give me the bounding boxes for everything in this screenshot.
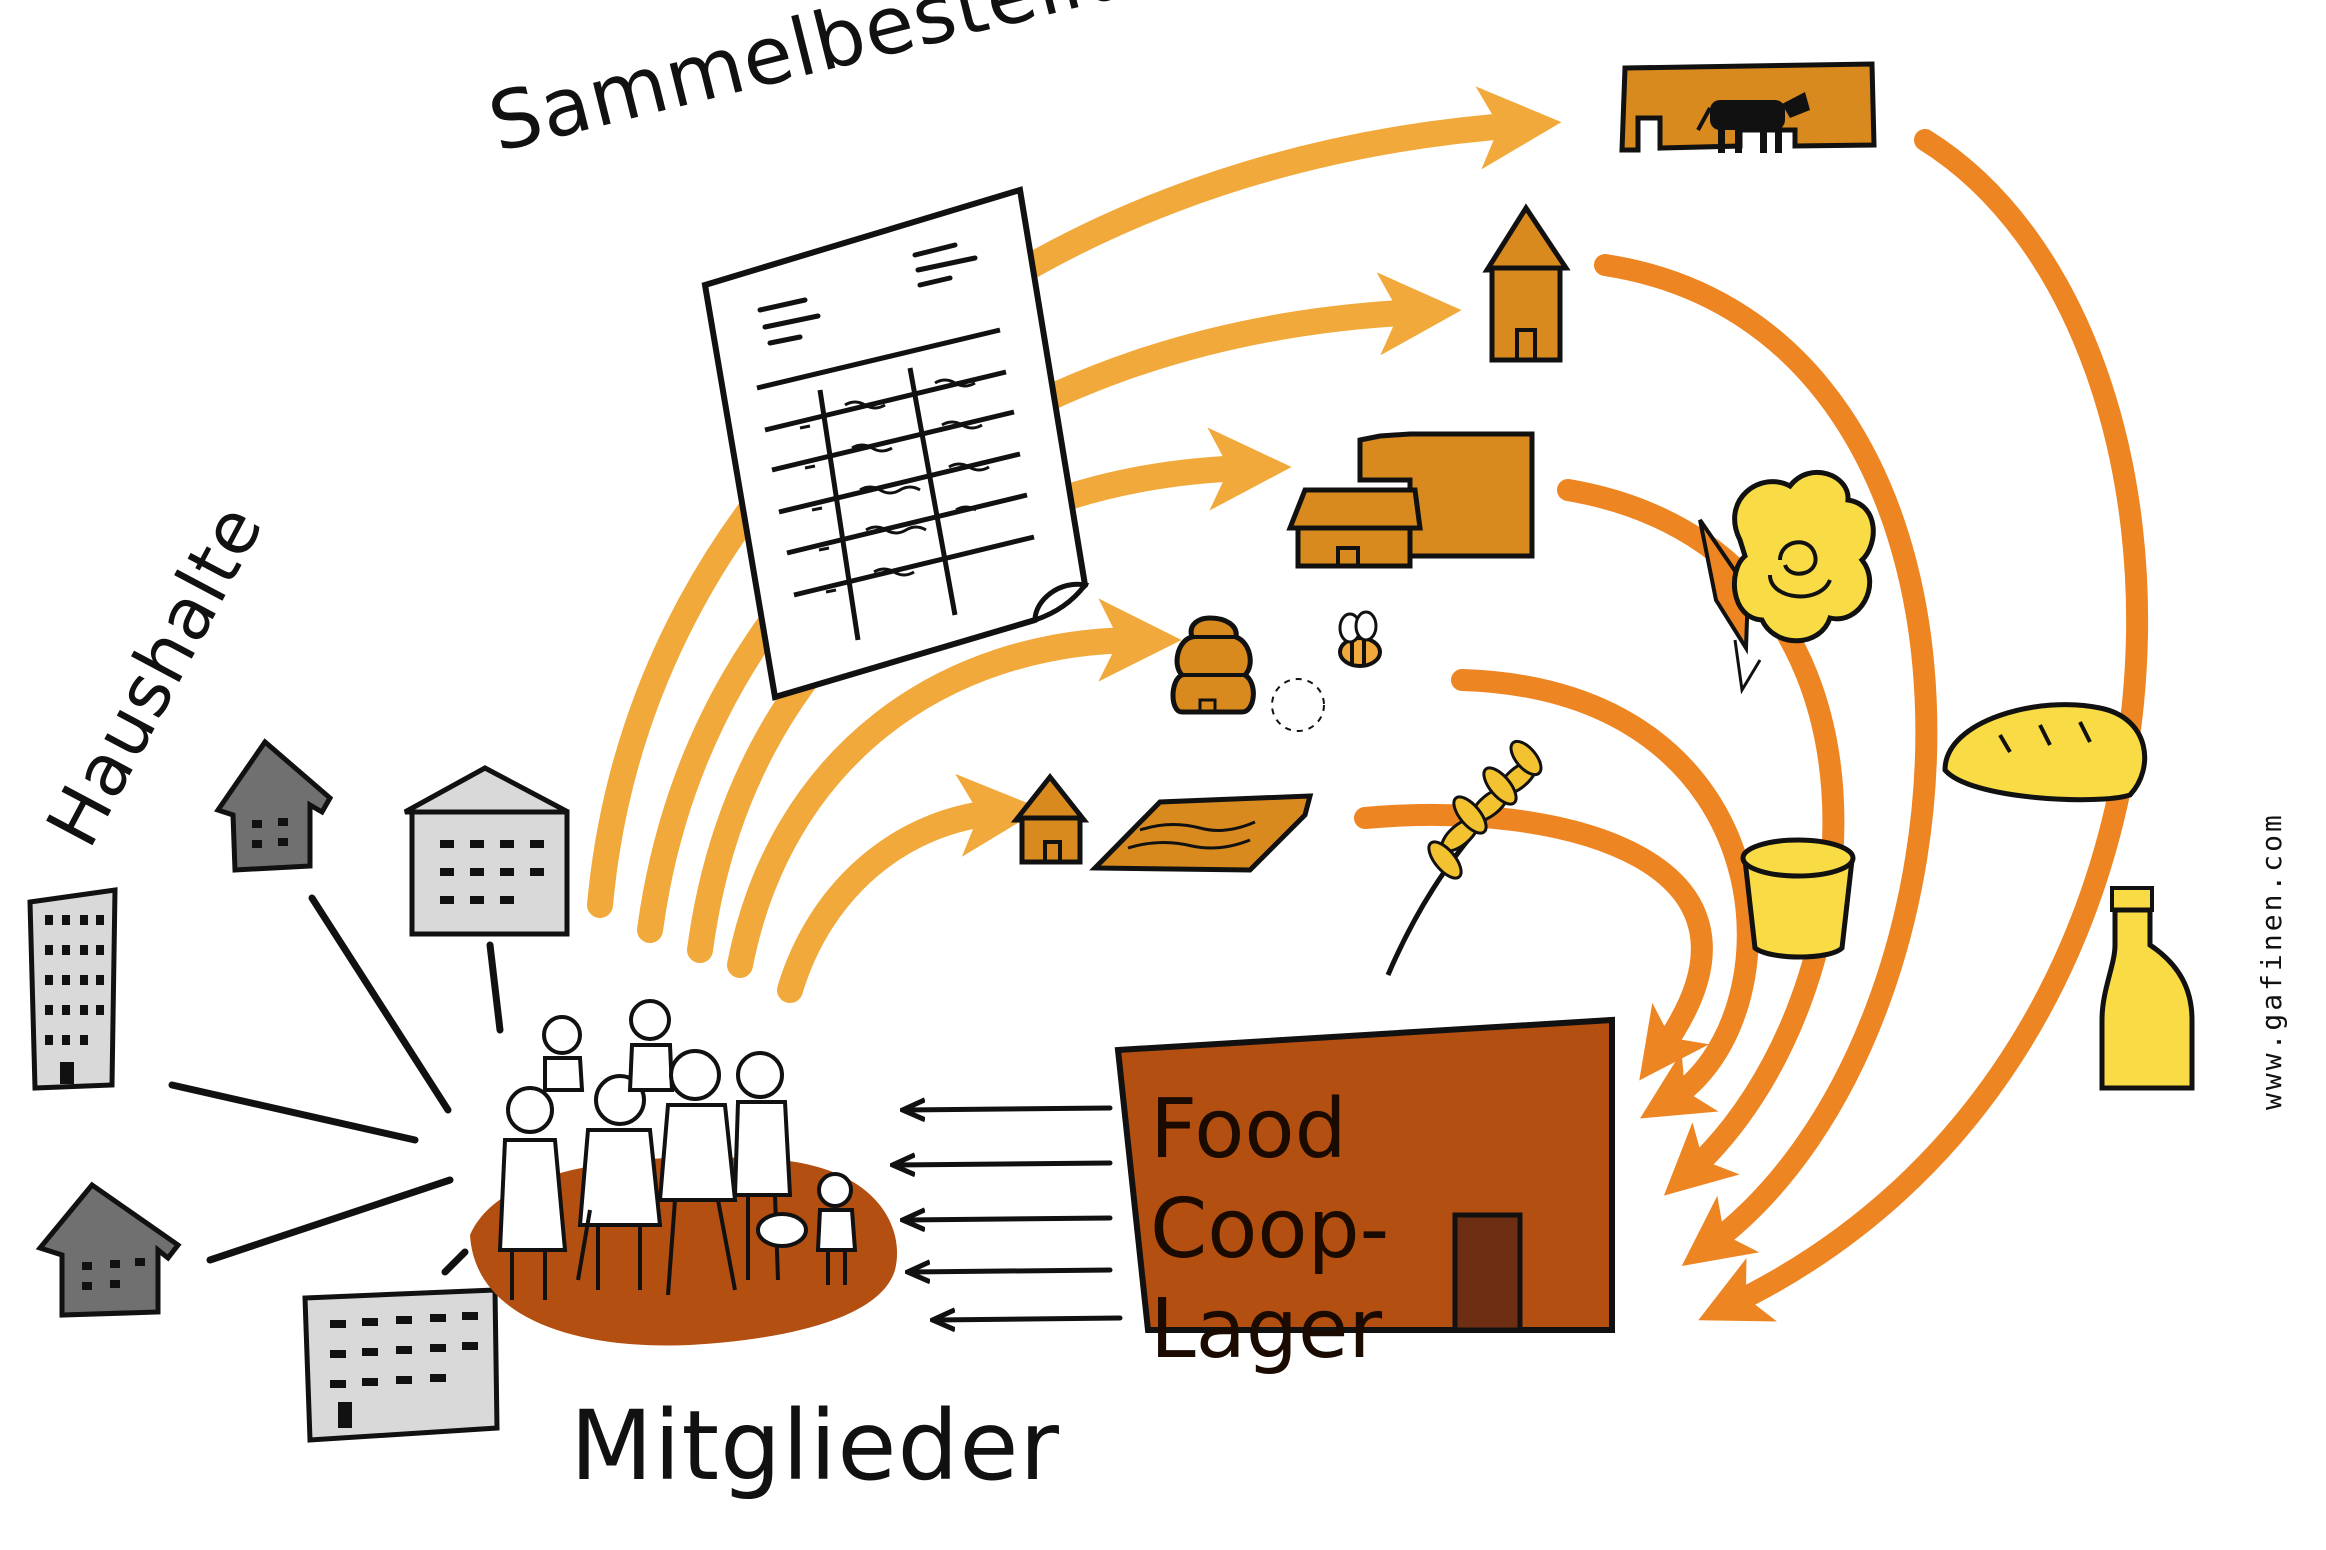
bakery-house-icon — [1482, 203, 1571, 363]
field-icon — [1089, 793, 1314, 873]
cow-barn-icon — [1619, 61, 1877, 153]
bee-icon — [1338, 610, 1382, 668]
delivery-arrow-field — [1354, 803, 1713, 1081]
apartment-icon — [403, 765, 570, 937]
order-arrow-field — [777, 773, 1042, 1003]
store-door-icon — [1452, 1212, 1523, 1333]
members-label: Mitglieder — [570, 1390, 1060, 1502]
field-house-icon — [1010, 772, 1314, 873]
household-links — [168, 894, 504, 1276]
highrise-icon — [27, 887, 118, 1091]
store-label-line2: Lager — [1150, 1282, 1383, 1377]
order-arrow-beehive — [727, 598, 1182, 978]
delivery-arrow-farm — [1557, 479, 1845, 1196]
farm-icon — [1286, 431, 1535, 569]
order-sheet-icon — [701, 186, 1090, 701]
delivery-arrow-cow-barn — [1698, 129, 2149, 1322]
beehive-icon — [1170, 615, 1325, 732]
store-building-icon — [1114, 1016, 1615, 1333]
delivery-arrow-bakery — [1594, 254, 1938, 1267]
wheat-icon — [1385, 739, 1543, 976]
bread-icon — [1942, 702, 2148, 803]
delivery-arrows — [1354, 129, 2149, 1322]
vegetables-icon — [1698, 469, 1876, 695]
store-label-line1: Food Coop- — [1150, 1082, 1390, 1277]
store-label: Food Coop- Lager — [1150, 1080, 1580, 1380]
bottle-icon — [2099, 886, 2195, 1091]
member-group-icon — [470, 999, 898, 1346]
apartment-block-icon — [302, 1287, 500, 1443]
cow-icon — [1696, 92, 1810, 153]
distribution-arrows — [895, 1108, 1123, 1320]
house-icon — [214, 738, 334, 873]
small-house-icon — [35, 1181, 182, 1318]
website-label: www.gafinen.com — [2255, 812, 2288, 1110]
delivery-arrow-beehive — [1451, 669, 1759, 1119]
yogurt-icon — [1740, 837, 1856, 960]
